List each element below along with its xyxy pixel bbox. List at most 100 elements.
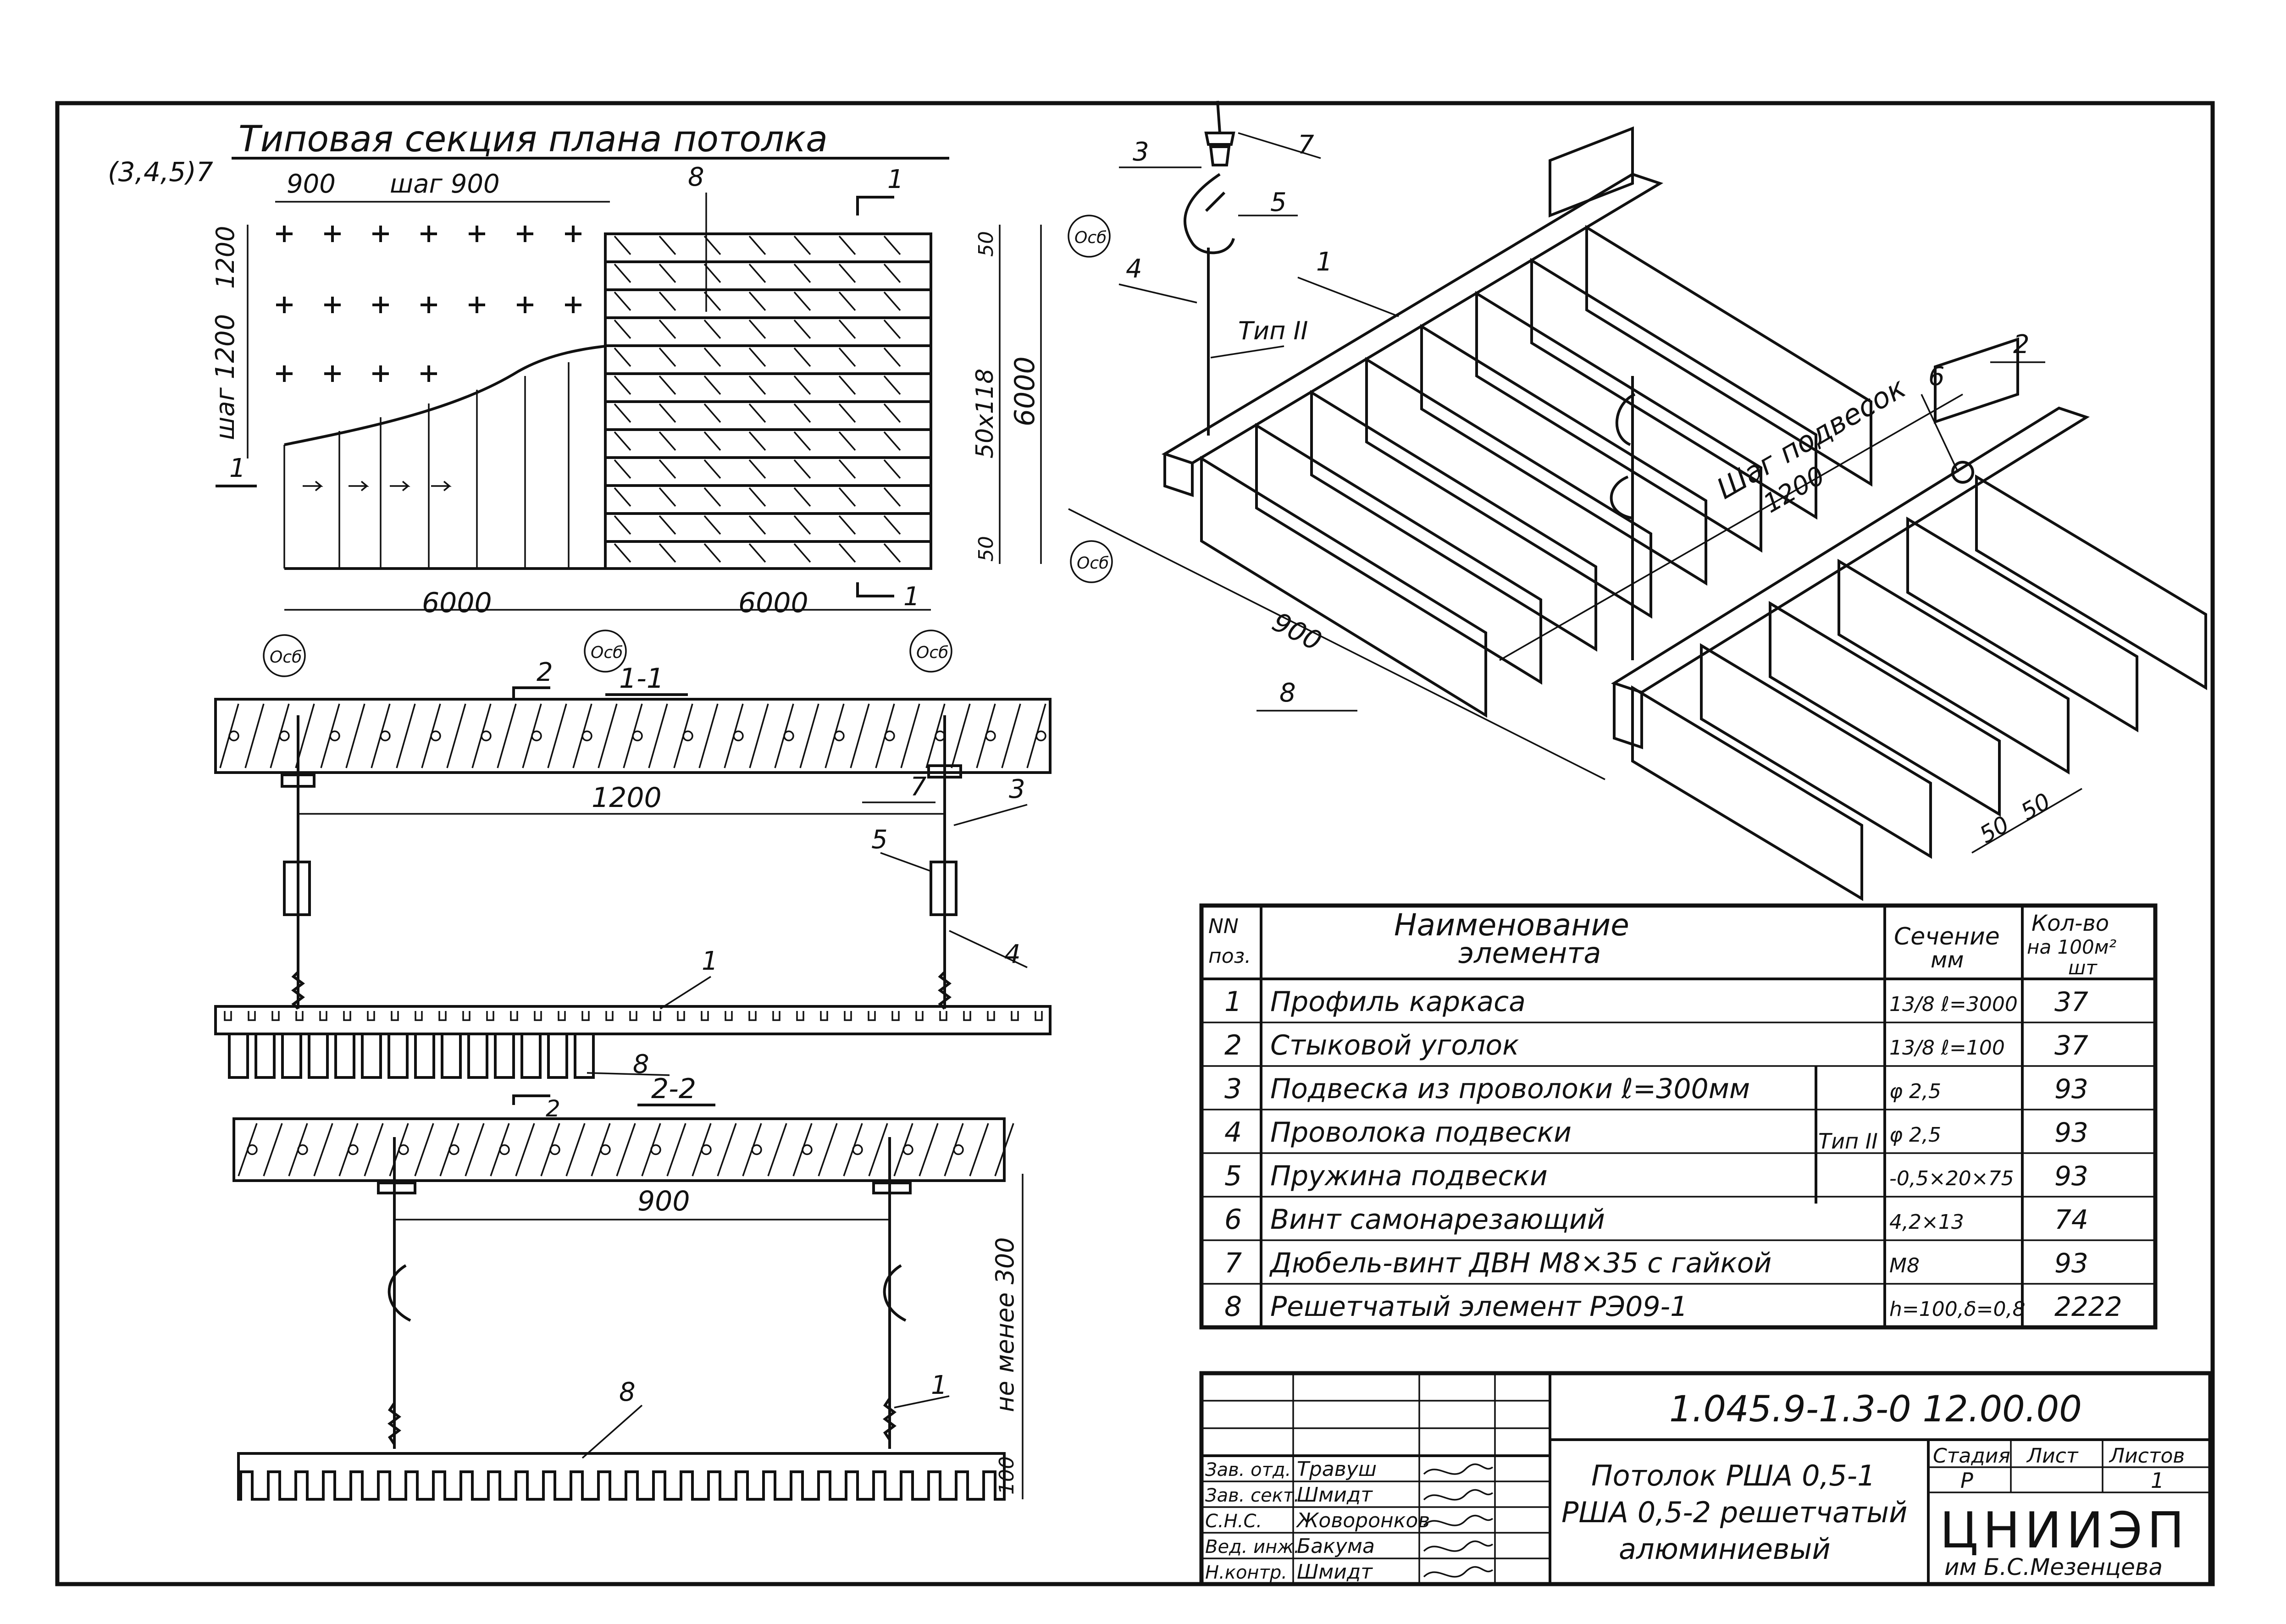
- panel-hatch: [614, 319, 631, 339]
- slab-hatch-line: [263, 1123, 283, 1177]
- plan-section-mark-top: 1: [887, 165, 904, 194]
- slab-aggregate: [247, 1144, 258, 1155]
- suspension-cross: [565, 297, 581, 313]
- spec-num: 1: [1224, 986, 1242, 1018]
- isometric-view: 3 7 5 4 Тип II Шаг подвесок 1200 6 2: [1068, 100, 2207, 901]
- role-name: Бакума: [1297, 1535, 1375, 1558]
- spec-group-label: Тип II: [1818, 1129, 1878, 1154]
- spec-section: φ 2,5: [1889, 1123, 1941, 1147]
- panel-hatch: [748, 403, 766, 423]
- slab-hatch-line: [666, 1123, 686, 1177]
- profile-clip: [868, 1011, 876, 1021]
- role-name: Травуш: [1297, 1458, 1377, 1481]
- profile-clip: [558, 1011, 566, 1021]
- spec-section: φ 2,5: [1889, 1080, 1941, 1103]
- doc-title-2: РША 0,5-2 решетчатый: [1561, 1496, 1907, 1529]
- spec-qty: 93: [2054, 1073, 2088, 1105]
- profile-clip: [391, 1011, 399, 1021]
- iso-label-5: 5: [1270, 188, 1287, 217]
- profile-clip: [772, 1011, 780, 1021]
- plan-dim-6000-right: 6000: [738, 587, 808, 619]
- spec-num: 7: [1224, 1247, 1242, 1279]
- profile-clip: [224, 1011, 232, 1021]
- role-name: Шмидт: [1297, 1560, 1373, 1584]
- iso-blade: [1906, 516, 2138, 733]
- suspension-cross: [324, 365, 341, 382]
- panel-hatch: [883, 431, 901, 451]
- sheet-frame: [55, 101, 2215, 1586]
- role-title: Вед. инж.: [1205, 1536, 1300, 1558]
- slab-aggregate: [751, 1144, 762, 1155]
- hanger-2-right: [872, 1137, 912, 1449]
- panel-hatch: [793, 263, 811, 283]
- iso-type-2: Тип II: [1238, 316, 1308, 345]
- panel-hatch: [703, 515, 721, 535]
- panel-hatch: [614, 515, 631, 535]
- spec-qty: 2222: [2054, 1291, 2122, 1322]
- plan-dim-6000-vert: 6000: [1009, 356, 1041, 426]
- plan-dim-50-top: 50: [974, 231, 998, 257]
- section-1-1-label-3: 3: [1009, 774, 1025, 804]
- plan-dim-step-900: шаг 900: [390, 169, 500, 199]
- spec-num: 6: [1224, 1204, 1242, 1236]
- panel-hatch: [838, 319, 856, 339]
- slab-aggregate: [398, 1144, 409, 1155]
- suspension-cross: [372, 297, 389, 313]
- panel-hatch: [838, 375, 856, 395]
- panel-hatch: [748, 319, 766, 339]
- org-name: ЦНИИЭП: [1940, 1502, 2189, 1559]
- profile-clip: [248, 1011, 256, 1021]
- slab-aggregate: [329, 730, 340, 741]
- axis-markers: Осб Осб Осб Осб Осб: [263, 215, 1113, 677]
- slab-aggregate: [499, 1144, 510, 1155]
- spec-num: 3: [1224, 1073, 1242, 1105]
- iso-label-8: 8: [1279, 678, 1296, 708]
- profile-clip: [1035, 1011, 1043, 1021]
- suspension-cross: [324, 226, 341, 242]
- strip-arrow: [431, 481, 452, 492]
- panel-hatch: [793, 291, 811, 311]
- section-2-2: 2-2 2 900 не менее 300 100 8 1: [232, 1073, 1024, 1501]
- iso-blade: [1310, 390, 1597, 652]
- panel-hatch: [838, 459, 856, 479]
- panel-hatch: [838, 347, 856, 367]
- panel-hatch: [883, 403, 901, 423]
- panel-hatch: [703, 403, 721, 423]
- iso-label-3: 3: [1133, 137, 1149, 167]
- grid-blade: [387, 1033, 409, 1079]
- signature: [1423, 1463, 1494, 1475]
- plan-dim-50x118: 50х118: [971, 369, 999, 458]
- panel-hatch: [703, 235, 721, 255]
- profile-clip: [605, 1011, 614, 1021]
- spec-header-name-1: Наименование: [1394, 907, 1629, 943]
- slab-hatch-line: [313, 1123, 333, 1177]
- suspension-cross: [517, 226, 533, 242]
- left-panel-strips: [283, 362, 570, 569]
- panel-hatch: [748, 235, 766, 255]
- profile-clip: [725, 1011, 733, 1021]
- profile-clip: [581, 1011, 590, 1021]
- slab-aggregate: [733, 730, 744, 741]
- plan-ref-8: 8: [688, 162, 704, 192]
- spec-section: М8: [1889, 1254, 1920, 1277]
- spec-num: 5: [1224, 1160, 1242, 1192]
- spec-num: 4: [1224, 1116, 1242, 1149]
- profile-clip: [510, 1011, 518, 1021]
- profile-clip: [295, 1011, 304, 1021]
- slab-hatch-line: [799, 703, 819, 768]
- panel-hatch: [748, 291, 766, 311]
- slab-aggregate: [953, 1144, 964, 1155]
- slab-hatch-line: [698, 703, 719, 768]
- profile-clip: [534, 1011, 542, 1021]
- plan-view: Типовая секция плана потолка (3,4,5)7 90…: [108, 119, 1042, 619]
- panel-hatch: [748, 459, 766, 479]
- plan-dim-50-bottom: 50: [974, 536, 998, 562]
- panel-hatch: [748, 431, 766, 451]
- slab-hatch-line: [994, 1123, 1014, 1177]
- panel-hatch: [748, 263, 766, 283]
- spec-header-qty-1: Кол-во: [2031, 911, 2109, 936]
- section-1-1-label-4: 4: [1004, 939, 1021, 969]
- slab-hatch-line: [749, 703, 769, 768]
- slab-aggregate: [531, 730, 542, 741]
- iso-blade: [1975, 474, 2207, 690]
